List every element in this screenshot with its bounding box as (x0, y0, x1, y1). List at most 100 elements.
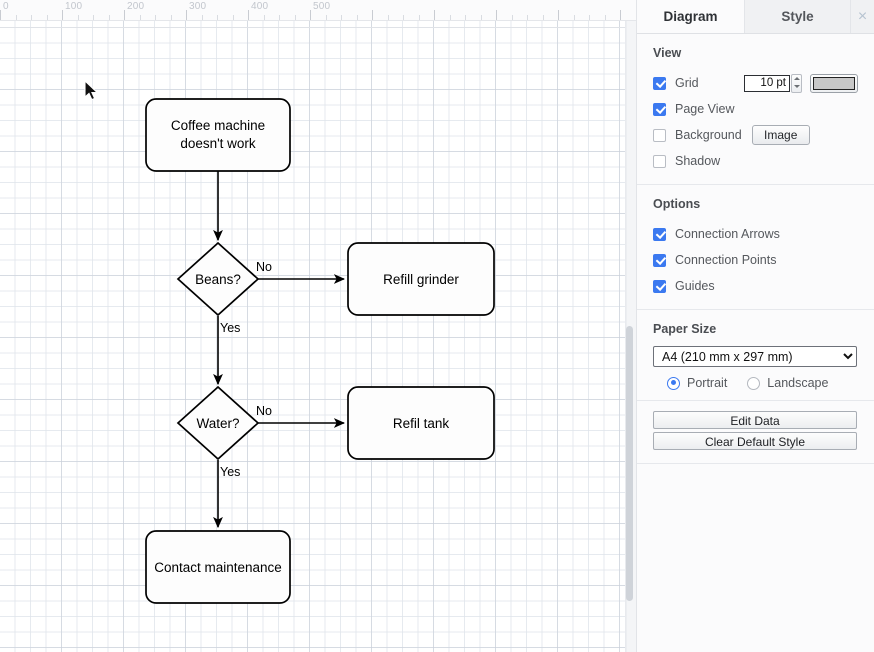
paper-size-heading: Paper Size (653, 322, 717, 336)
ruler-minor-tick (46, 15, 48, 20)
tab-style[interactable]: Style (744, 0, 851, 33)
connection-arrows-checkbox[interactable] (653, 227, 666, 241)
edge-label-beans-yes: Yes (220, 321, 240, 335)
node-grinder[interactable] (347, 242, 495, 316)
ruler-minor-tick (635, 15, 636, 20)
ruler-major-tick (496, 10, 497, 20)
ruler-major-tick (248, 10, 249, 20)
paper-size-select[interactable]: A4 (210 mm x 297 mm) (653, 346, 857, 367)
diagram-canvas[interactable]: Coffee machine doesn't work Beans? Refil… (0, 21, 636, 652)
orientation-row: Portrait Landscape (653, 376, 858, 390)
background-checkbox[interactable] (653, 128, 666, 142)
stepper-down-icon[interactable] (792, 83, 801, 92)
ruler-major-tick (372, 10, 373, 20)
ruler-major-tick (124, 10, 125, 20)
ruler-minor-tick (356, 15, 358, 20)
node-start-label-line2: doesn't work (180, 136, 256, 151)
panel-filler (637, 464, 874, 484)
page-view-checkbox[interactable] (653, 102, 666, 116)
view-heading: View (653, 46, 682, 60)
actions-section: Edit Data Clear Default Style (637, 401, 874, 464)
ruler-major-tick (620, 10, 621, 20)
grid-size-input[interactable] (744, 74, 790, 92)
ruler-minor-tick (170, 15, 172, 20)
portrait-label: Portrait (687, 376, 728, 390)
format-panel: Diagram Style × View Grid Page View (636, 0, 874, 652)
landscape-radio[interactable] (747, 376, 761, 390)
node-beans-label: Beans? (195, 272, 241, 287)
ruler-minor-tick (77, 15, 79, 20)
ruler-minor-tick (511, 15, 513, 20)
background-label: Background (675, 128, 742, 142)
node-tank-label: Refil tank (393, 416, 450, 431)
ruler-minor-tick (217, 15, 218, 20)
grid-size-stepper[interactable] (791, 73, 802, 93)
ruler-minor-tick (449, 15, 451, 20)
ruler-minor-tick (418, 15, 420, 20)
connection-points-row: Connection Points (653, 247, 858, 273)
node-beans[interactable] (176, 241, 260, 317)
tab-diagram[interactable]: Diagram (637, 0, 744, 33)
node-water-label: Water? (196, 416, 239, 431)
guides-row: Guides (653, 273, 858, 299)
ruler-minor-tick (263, 15, 265, 20)
ruler-label: 100 (65, 1, 83, 12)
ruler-label: 300 (189, 1, 207, 12)
node-tank[interactable] (347, 386, 495, 460)
shadow-row: Shadow (653, 148, 858, 174)
grid-checkbox[interactable] (653, 76, 666, 90)
ruler-minor-tick (604, 15, 606, 20)
guides-checkbox[interactable] (653, 279, 666, 293)
ruler-minor-tick (341, 15, 342, 20)
ruler-label: 500 (313, 1, 331, 12)
guides-label: Guides (675, 279, 715, 293)
node-start-label-line1: Coffee machine (171, 118, 265, 133)
diagram-page: Coffee machine doesn't work Beans? Refil… (0, 21, 626, 652)
node-contact[interactable] (145, 530, 291, 604)
view-section: View Grid Page View Background Image (637, 34, 874, 185)
options-section: Options Connection Arrows Connection Poi… (637, 185, 874, 310)
portrait-radio[interactable] (667, 376, 680, 390)
ruler-major-tick (434, 10, 435, 20)
options-heading: Options (653, 197, 701, 211)
page-right-edge (625, 21, 626, 652)
background-image-button[interactable]: Image (751, 125, 810, 145)
ruler-minor-tick (279, 15, 280, 20)
node-water[interactable] (176, 385, 260, 461)
connection-arrows-row: Connection Arrows (653, 221, 858, 247)
ruler-minor-tick (108, 15, 110, 20)
ruler-minor-tick (325, 15, 327, 20)
ruler-minor-tick (403, 15, 404, 20)
edit-data-button[interactable]: Edit Data (653, 411, 857, 429)
connection-points-checkbox[interactable] (653, 253, 666, 267)
ruler-major-tick (0, 10, 1, 20)
canvas-vertical-scrollbar[interactable] (626, 326, 633, 601)
edge-label-beans-no: No (256, 260, 272, 274)
page-view-label: Page View (675, 102, 735, 116)
canvas-grid (0, 21, 626, 652)
grid-color-swatch[interactable] (810, 73, 858, 93)
clear-default-style-button[interactable]: Clear Default Style (653, 432, 857, 450)
ruler-minor-tick (93, 15, 94, 20)
ruler-major-tick (310, 10, 311, 20)
ruler-major-tick (186, 10, 187, 20)
connection-points-label: Connection Points (675, 253, 777, 267)
edge-label-water-no: No (256, 404, 272, 418)
node-contact-label: Contact maintenance (154, 560, 282, 575)
node-start[interactable] (145, 98, 291, 172)
ruler-label: 400 (251, 1, 269, 12)
ruler-minor-tick (232, 15, 234, 20)
close-icon[interactable]: × (851, 0, 874, 33)
ruler-minor-tick (480, 15, 482, 20)
background-row: Background Image (653, 122, 858, 148)
stepper-up-icon[interactable] (792, 75, 801, 84)
ruler-minor-tick (139, 15, 141, 20)
ruler-minor-tick (201, 15, 203, 20)
ruler-major-tick (558, 10, 559, 20)
shadow-label: Shadow (675, 154, 721, 168)
shadow-checkbox[interactable] (653, 154, 666, 168)
node-grinder-label: Refill grinder (383, 272, 459, 287)
